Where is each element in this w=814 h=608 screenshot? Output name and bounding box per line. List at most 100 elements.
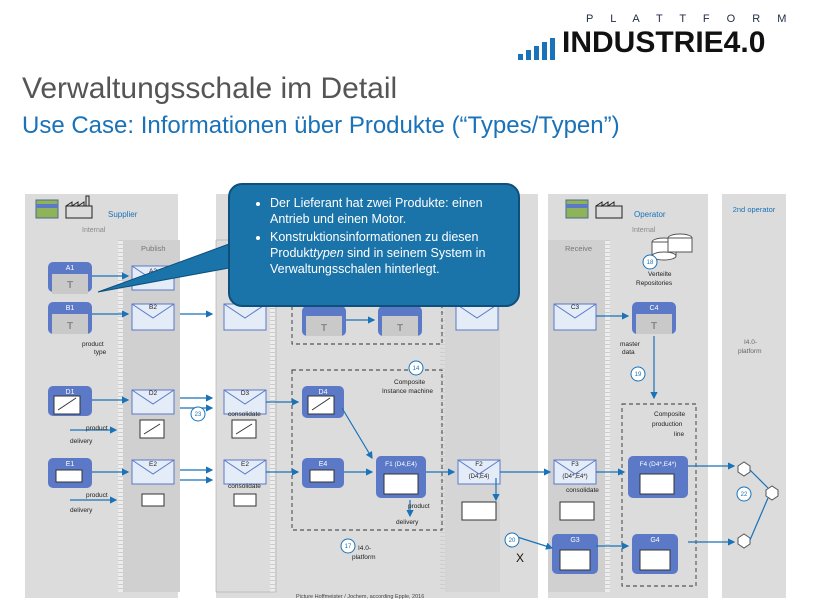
supplier-label: Supplier: [108, 210, 138, 219]
logo-wordmark: INDUSTRIE4.0: [562, 26, 766, 59]
envelope-mid-b: [223, 303, 267, 331]
svg-text:A1: A1: [66, 265, 75, 272]
motor-icon-e2a: [141, 493, 165, 507]
number-14: 14: [408, 360, 424, 376]
svg-text:T: T: [67, 321, 73, 332]
svg-text:C3: C3: [571, 304, 580, 311]
svg-text:19: 19: [635, 372, 642, 378]
svg-text:17: 17: [345, 544, 352, 550]
svg-text:G4: G4: [650, 537, 659, 544]
svg-text:D4: D4: [319, 389, 328, 396]
card-g3: G3: [552, 534, 598, 574]
composite-instance-box: [291, 369, 443, 531]
lane-publish: [118, 240, 180, 592]
label-platform-mid: I4.0-platform: [352, 545, 375, 561]
hex-2: [765, 485, 779, 501]
logo-bars-icon: [518, 38, 555, 60]
card-d4: D4: [302, 386, 344, 418]
machine-icon-f3: [559, 501, 595, 521]
card-c4: C4 T: [632, 302, 676, 334]
number-17: 17: [340, 538, 356, 554]
svg-text:14: 14: [413, 366, 420, 372]
svg-text:C4: C4: [650, 305, 659, 312]
svg-text:D2: D2: [149, 390, 158, 397]
machine-icon-f2: [461, 501, 497, 521]
svg-text:E2: E2: [241, 461, 249, 468]
page-subtitle: Use Case: Informationen über Produkte (“…: [22, 112, 620, 139]
svg-text:T: T: [397, 323, 403, 334]
logo-tagline: P L A T T F O R M: [586, 13, 794, 25]
svg-text:18: 18: [647, 260, 654, 266]
operator-factory-icon: [595, 201, 623, 219]
callout-bullet-2: Konstruktionsinformationen zu diesen Pro…: [270, 229, 506, 277]
svg-text:F4 (D4*,E4*): F4 (D4*,E4*): [640, 461, 677, 468]
envelope-f2: F2 (D4,E4): [457, 459, 501, 485]
number-23: 23: [190, 406, 206, 422]
label-product-delivery-3: product: [408, 503, 430, 510]
composite-top-box: [291, 299, 443, 345]
svg-text:F1 (D4,E4): F1 (D4,E4): [385, 461, 417, 468]
svg-text:22: 22: [741, 492, 748, 498]
svg-text:delivery: delivery: [70, 438, 93, 445]
card-e1: E1: [48, 458, 92, 488]
page-title: Verwaltungsschale im Detail: [22, 72, 398, 105]
picture-credit: Picture Hoffmeister / Jochem, according …: [296, 594, 424, 600]
receive-label: Receive: [565, 244, 592, 253]
svg-text:20: 20: [509, 538, 516, 544]
card-e4: E4: [302, 458, 344, 488]
label-platform-right: I4.0-platform: [738, 339, 761, 355]
envelope-f3: F3(D4*,E4*): [553, 459, 597, 485]
device-icon-d3: [231, 419, 257, 439]
svg-text:T: T: [321, 323, 327, 334]
svg-text:F2: F2: [475, 461, 483, 468]
envelope-d2: D2: [131, 389, 175, 415]
envelope-e2-a: E2: [131, 459, 175, 485]
svg-text:D1: D1: [66, 389, 75, 396]
factory-icon: [65, 195, 93, 219]
card-f1: F1 (D4,E4): [376, 456, 426, 498]
envelope-c3: C3: [553, 303, 597, 331]
card-d1: D1: [48, 386, 92, 416]
svg-text:E2: E2: [149, 461, 157, 468]
number-18: 18: [642, 254, 658, 270]
svg-text:(D4,E4): (D4,E4): [469, 474, 490, 480]
svg-text:delivery: delivery: [70, 507, 93, 514]
device-icon-d2: [139, 419, 165, 439]
hex-3: [737, 533, 751, 549]
svg-text:(D4*,E4*): (D4*,E4*): [562, 474, 587, 480]
lane-2nd-operator: [722, 194, 786, 598]
info-callout: Der Lieferant hat zwei Produkte: einen A…: [228, 183, 520, 307]
flow-arrows: [70, 272, 736, 550]
second-operator-label: 2nd operator: [733, 205, 776, 214]
internal-right-label: Internal: [632, 227, 656, 234]
number-20: 20: [504, 532, 520, 548]
card-a1: A1 T: [48, 262, 92, 294]
card-g4: G4: [632, 534, 678, 574]
svg-text:E1: E1: [66, 461, 75, 468]
label-consolidate-1: consolidate: [228, 411, 261, 418]
label-product-delivery-2: product: [86, 492, 108, 499]
svg-text:23: 23: [195, 412, 202, 418]
svg-text:T: T: [67, 280, 73, 291]
svg-text:B2: B2: [149, 304, 157, 311]
callout-bullet-1: Der Lieferant hat zwei Produkte: einen A…: [270, 195, 506, 227]
card-mid-t2: T: [378, 306, 422, 336]
use-case-diagram: Supplier Internal Publish Operator Inter…: [25, 194, 786, 600]
envelope-b2: B2: [131, 303, 175, 331]
svg-text:G3: G3: [570, 537, 579, 544]
svg-text:delivery: delivery: [396, 519, 419, 526]
svg-text:T: T: [651, 321, 657, 332]
svg-text:D3: D3: [241, 390, 250, 397]
x-mark: X: [516, 551, 524, 565]
svg-text:B1: B1: [66, 305, 75, 312]
label-product-delivery-1: product: [86, 425, 108, 432]
operator-label: Operator: [634, 210, 666, 219]
number-22: 22: [736, 486, 752, 502]
card-b1: B1 T: [48, 302, 92, 334]
operator-stack-icon: [565, 199, 589, 219]
card-mid-t1: T: [302, 306, 346, 336]
